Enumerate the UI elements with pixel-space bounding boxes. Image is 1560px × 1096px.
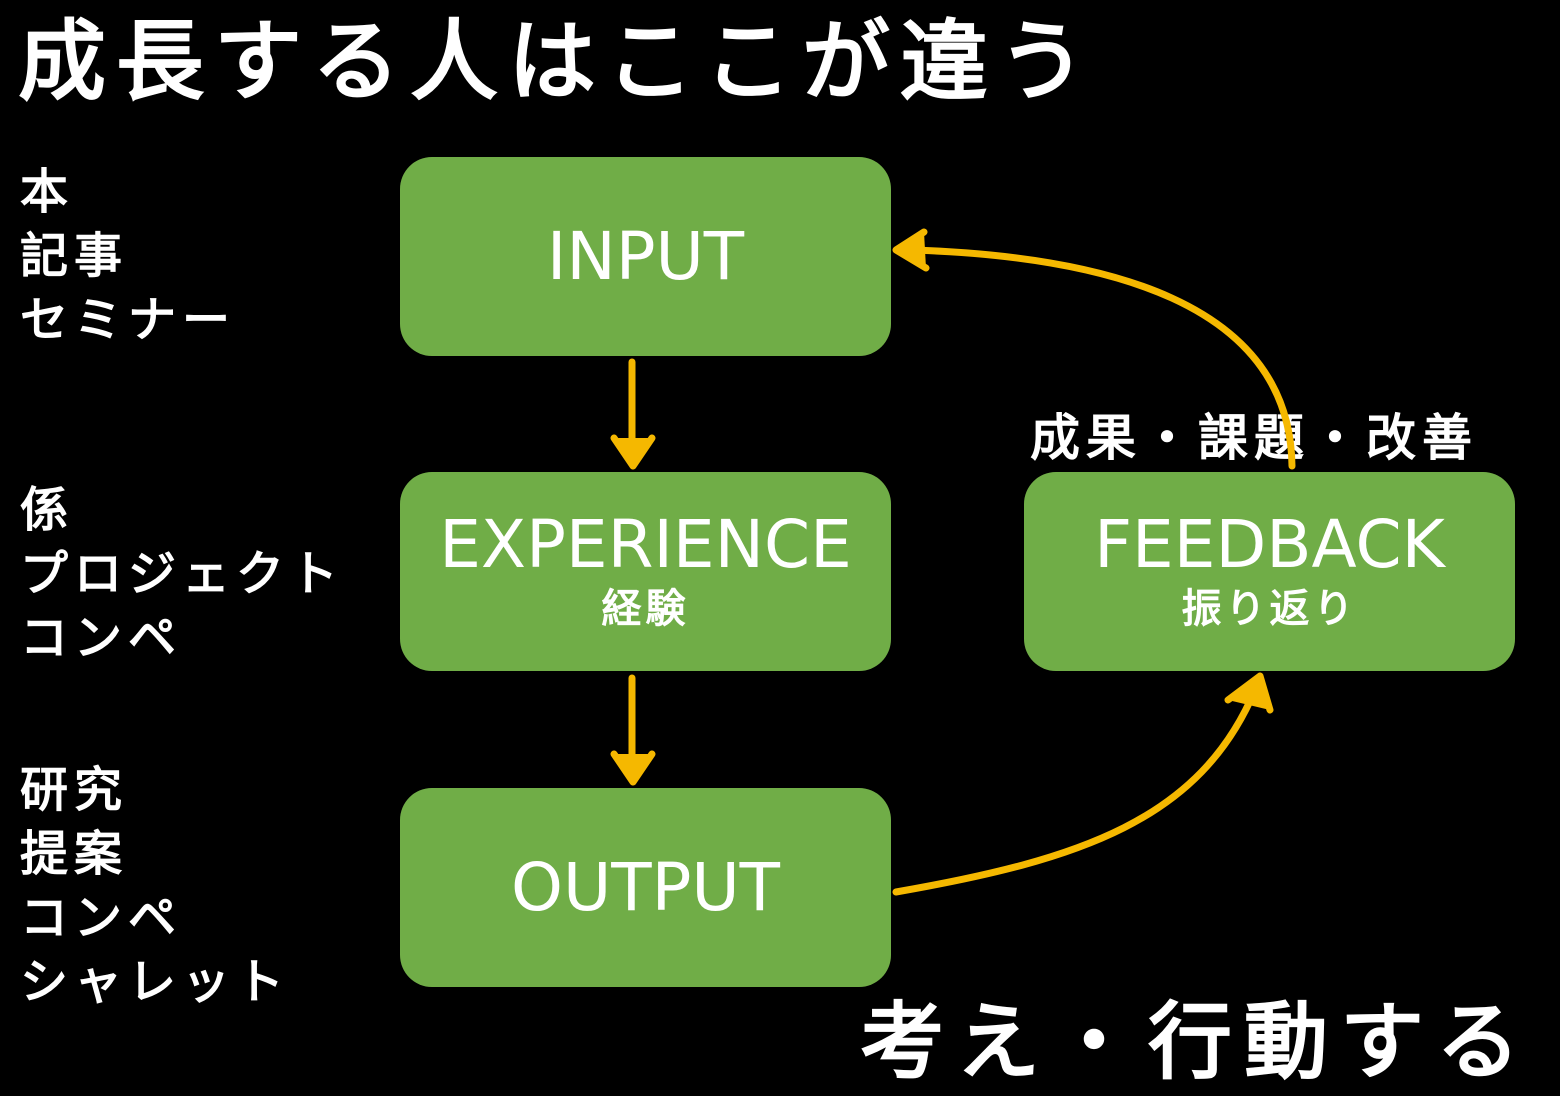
feedback-box-sublabel: 振り返り bbox=[1181, 586, 1358, 633]
input-examples-list: 本 記事 セミナー bbox=[20, 160, 236, 352]
list-item: コンペ bbox=[20, 610, 183, 666]
input-box-label: INPUT bbox=[546, 217, 745, 295]
experience-box-label: EXPERIENCE bbox=[439, 505, 852, 583]
arrow-output-to-feedback bbox=[892, 686, 1259, 896]
experience-examples-list: 係 プロジェクト コンペ bbox=[20, 478, 344, 670]
list-item: セミナー bbox=[20, 292, 237, 348]
list-item: 提案 bbox=[20, 826, 129, 882]
list-item: 係 bbox=[20, 482, 75, 538]
list-item: 記事 bbox=[20, 228, 129, 284]
experience-box-sublabel: 経験 bbox=[601, 586, 690, 633]
output-examples-list: 研究 提案 コンペ シャレット bbox=[20, 758, 290, 1014]
feedback-box: FEEDBACK 振り返り bbox=[1024, 472, 1515, 671]
list-item: コンペ bbox=[20, 890, 183, 946]
feedback-note: 成果・課題・改善 bbox=[1030, 409, 1478, 467]
arrow-output-to-feedback-head bbox=[1224, 672, 1274, 714]
slogan: 考え・行動する bbox=[860, 993, 1533, 1091]
arrow-feedback-to-input-head bbox=[892, 228, 930, 272]
arrow-experience-to-output-head bbox=[610, 750, 656, 786]
list-item: 研究 bbox=[20, 762, 129, 818]
output-box-label: OUTPUT bbox=[511, 848, 780, 926]
arrow-input-to-experience-head bbox=[610, 434, 656, 470]
output-box: OUTPUT bbox=[400, 788, 891, 987]
experience-box: EXPERIENCE 経験 bbox=[400, 472, 891, 671]
page-title: 成長する人はここが違う bbox=[18, 10, 1097, 113]
list-item: シャレット bbox=[20, 954, 291, 1010]
feedback-box-label: FEEDBACK bbox=[1094, 505, 1445, 583]
list-item: プロジェクト bbox=[20, 546, 345, 602]
list-item: 本 bbox=[20, 164, 75, 220]
input-box: INPUT bbox=[400, 157, 891, 356]
